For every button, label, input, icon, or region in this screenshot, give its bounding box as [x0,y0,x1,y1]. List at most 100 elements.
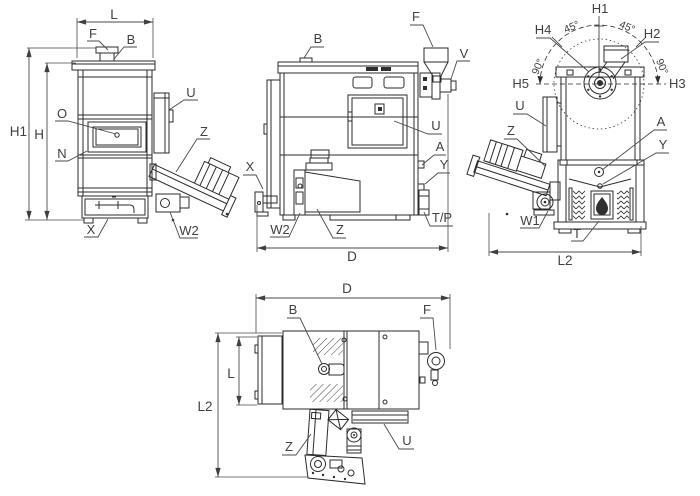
rear-label-H1: H1 [592,1,609,16]
rear-fan-bolt-2 [610,75,613,78]
rear-label-H4: H4 [535,22,552,37]
plan-chute-linework [306,408,330,457]
plan-label-L: L [227,366,235,381]
side-label-U: U [431,118,440,133]
side-label-F: F [412,9,420,24]
plan-bolt-1 [341,337,347,343]
plan-chute [306,408,330,457]
rear-leader-lines [504,37,669,242]
front-feed-motor [155,193,190,213]
side-slot-2 [381,67,391,71]
side-bracket-hole-2 [423,86,427,90]
side-label-D: D [347,249,357,264]
side-slot-1 [366,67,378,71]
rear-port-A [594,167,604,177]
rear-fan-bolt-6 [587,75,590,78]
front-view: L F B H1 H O N X U Z W2 [10,7,240,239]
rear-flame-logo [596,197,608,215]
rear-centerline [551,16,647,78]
plan-motor-dot [353,434,355,436]
side-bracket-bolt [257,201,261,205]
front-label-X: X [87,222,96,237]
plan-bolt-2 [342,396,348,402]
rear-label-90-right: 90° [653,57,670,76]
rear-label-T: T [573,226,581,241]
side-body-linework [254,47,457,221]
front-extension-lines [25,18,154,221]
plan-leader-lines [282,317,437,456]
rear-fan-bolt-3 [610,88,613,92]
plan-label-B: B [289,302,298,317]
plan-port-B [318,363,330,375]
rear-fan-hub [594,77,606,89]
rear-fan-bolt-4 [598,95,602,98]
rear-label-H5: H5 [512,76,529,91]
front-feed-motor-hub [160,198,170,208]
plan-body-linework [254,330,439,485]
rear-label-Y: Y [659,137,668,152]
side-panel-display [378,107,382,111]
front-body-linework [71,46,174,224]
side-vent-right [383,76,405,89]
rear-label-A: A [657,114,666,129]
rear-label-45-right: 45° [618,19,637,36]
plan-gear-mid [337,465,345,473]
front-label-W2: W2 [179,223,199,238]
front-door-knob [114,132,120,138]
rear-fan-center [597,80,603,86]
plan-label-Z: Z [285,439,293,454]
side-label-V: V [460,46,469,61]
plan-gear-bolt-2 [321,473,325,477]
front-auger-linework [148,156,240,218]
rear-port-A-dot [597,170,601,174]
plan-label-D: D [342,281,352,296]
rear-fan-bolt-1 [598,68,602,71]
rear-W1-motor [536,193,554,211]
front-label-F: F [89,26,97,41]
rear-W1-motor-inner [540,197,550,207]
rear-label-L2: L2 [557,253,572,268]
rear-view: H1 H4 H2 H5 H3 45° 45° 90° 90° U Z A Y W… [466,1,686,268]
plan-label-L2: L2 [197,399,212,414]
rear-label-U: U [515,98,524,113]
plan-view: D B F L L2 Z U [197,281,451,485]
rear-extension-lines [488,213,642,256]
side-label-A: A [436,139,445,154]
rear-hatch-right [617,190,629,220]
rear-fan-flange [583,66,617,100]
plan-gear-big-inner [314,460,322,468]
front-detail-dot-2 [225,212,229,216]
plan-motor-top-inner [350,431,358,439]
rear-auger-linework [466,139,551,197]
front-label-H: H [34,127,44,142]
plan-bolt-4 [382,399,388,405]
side-burner-bolt [297,183,303,189]
plan-label-U: U [402,433,411,448]
rear-W1-motor-dot [543,200,547,204]
side-label-B: B [314,31,323,46]
side-label-X: X [246,159,255,174]
side-leader-lines [243,24,470,239]
front-label-N: N [57,146,66,161]
rear-label-W1: W1 [520,213,540,228]
plan-label-F: F [423,302,431,317]
front-label-B: B [127,32,136,47]
rear-hatch-left [573,190,585,220]
front-label-Z: Z [200,124,208,139]
plan-gear-bolt-4 [343,477,347,481]
rear-detail-dot [505,212,509,216]
side-view: B F V U A Y T/P X W2 Z D [243,9,470,264]
plan-hopper-inner [431,356,441,366]
rear-label-Z: Z [507,123,515,138]
plan-extension-lines [215,294,451,478]
side-label-Y: Y [440,157,449,172]
plan-gear-small [347,469,355,477]
rear-fan-bolt-5 [587,88,590,92]
front-leader-lines [55,40,210,239]
rear-auger-assembly [466,139,551,197]
side-vent-left [352,76,373,89]
front-label-H1: H1 [10,124,27,139]
plan-hatch-upper [313,338,343,355]
